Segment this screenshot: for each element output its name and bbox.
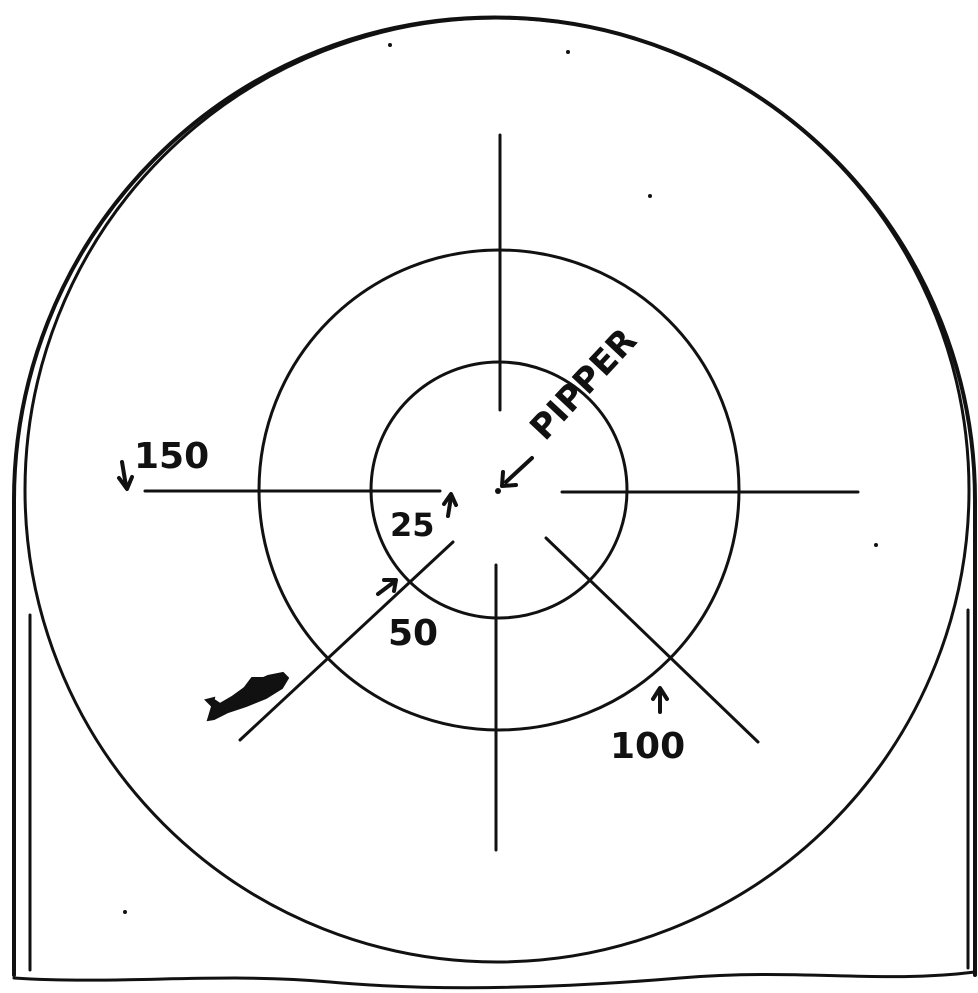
range-label-50: 50 [388,613,438,654]
aircraft-silhouette-icon [206,673,288,720]
range-label-100: 100 [610,726,685,767]
arrow-150-icon [119,462,132,489]
pipper-label: PIPPER [522,321,645,448]
reticle-lines [145,135,858,850]
labels: PIPPER 150 25 50 100 [134,321,685,767]
arrow-25-icon [444,494,456,516]
range-label-150: 150 [134,436,209,477]
arrow-100-icon [653,688,667,712]
pipper-dot [495,488,501,494]
range-label-25: 25 [390,506,435,544]
pipper-arrow-icon [502,458,532,486]
arrow-50-icon [378,580,396,594]
housing-base-edge [14,972,975,988]
